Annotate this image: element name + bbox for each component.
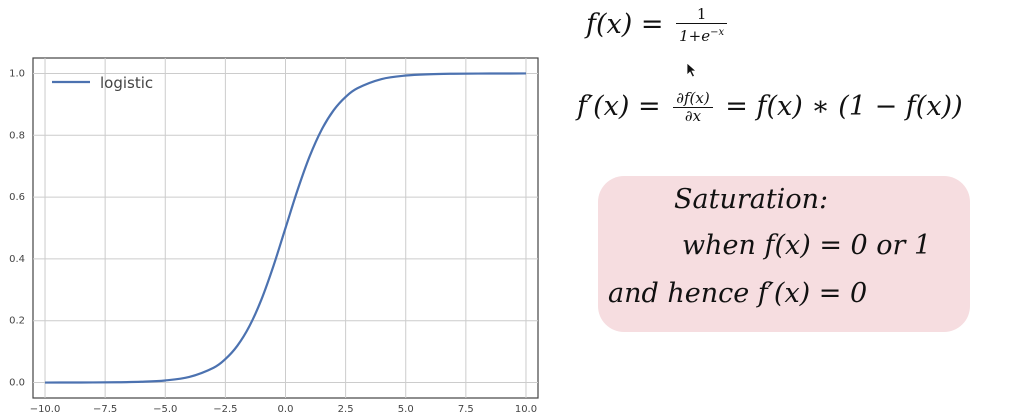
saturation-title: Saturation: (674, 184, 829, 215)
y-tick-label: 0.6 (9, 192, 25, 203)
x-tick-label: −10.0 (30, 404, 61, 414)
x-tick-label: −5.0 (153, 404, 177, 414)
formula2-numerator: ∂f(x) (676, 89, 710, 107)
x-tick-label: −7.5 (93, 404, 117, 414)
formula1-denominator: 1+e−x (676, 23, 728, 45)
logistic-formula: f(x) = 1 1+e−x (586, 6, 731, 45)
legend: logistic (52, 74, 153, 92)
x-tick-label: 5.0 (398, 404, 414, 414)
y-tick-label: 0.8 (9, 130, 25, 141)
x-tick-label: 2.5 (338, 404, 354, 414)
mouse-cursor-icon (686, 62, 698, 78)
formula1-fraction: 1 1+e−x (676, 5, 728, 45)
logistic-chart: −10.0 −7.5 −5.0 −2.5 0.0 2.5 5.0 7.5 10.0 0.0 0.2 0… (9, 57, 539, 414)
formula1-denominator-base: 1+e (679, 27, 711, 45)
y-tick-label: 0.0 (9, 378, 25, 389)
saturation-note: Saturation: when f(x) = 0 or 1 and hence… (598, 176, 970, 332)
saturation-condition: when f(x) = 0 or 1 (682, 230, 932, 261)
legend-label: logistic (100, 74, 153, 92)
formula1-lhs: f(x) = (586, 9, 664, 40)
tick-labels: −10.0 −7.5 −5.0 −2.5 0.0 2.5 5.0 7.5 10.0 0.0 0.2 0… (9, 68, 537, 414)
formula1-exponent: −x (710, 27, 725, 38)
x-tick-label: 10.0 (515, 404, 537, 414)
x-tick-label: 7.5 (458, 404, 474, 414)
x-tick-label: −2.5 (213, 404, 237, 414)
series-line-logistic (45, 72, 526, 384)
formula2-denominator: ∂x (673, 107, 713, 125)
x-tick-label: 0.0 (278, 404, 294, 414)
formula2-rhs: = f(x) ∗ (1 − f(x)) (725, 91, 963, 122)
saturation-consequence: and hence f′(x) = 0 (608, 278, 868, 309)
y-tick-label: 0.2 (9, 316, 25, 327)
y-tick-label: 0.4 (9, 254, 25, 265)
derivative-formula: f′(x) = ∂f(x) ∂x = f(x) ∗ (1 − f(x)) (577, 90, 963, 125)
formula2-lhs: f′(x) = (577, 91, 661, 122)
formula2-fraction: ∂f(x) ∂x (673, 89, 713, 125)
y-tick-label: 1.0 (9, 68, 25, 79)
formula1-numerator: 1 (696, 5, 707, 23)
